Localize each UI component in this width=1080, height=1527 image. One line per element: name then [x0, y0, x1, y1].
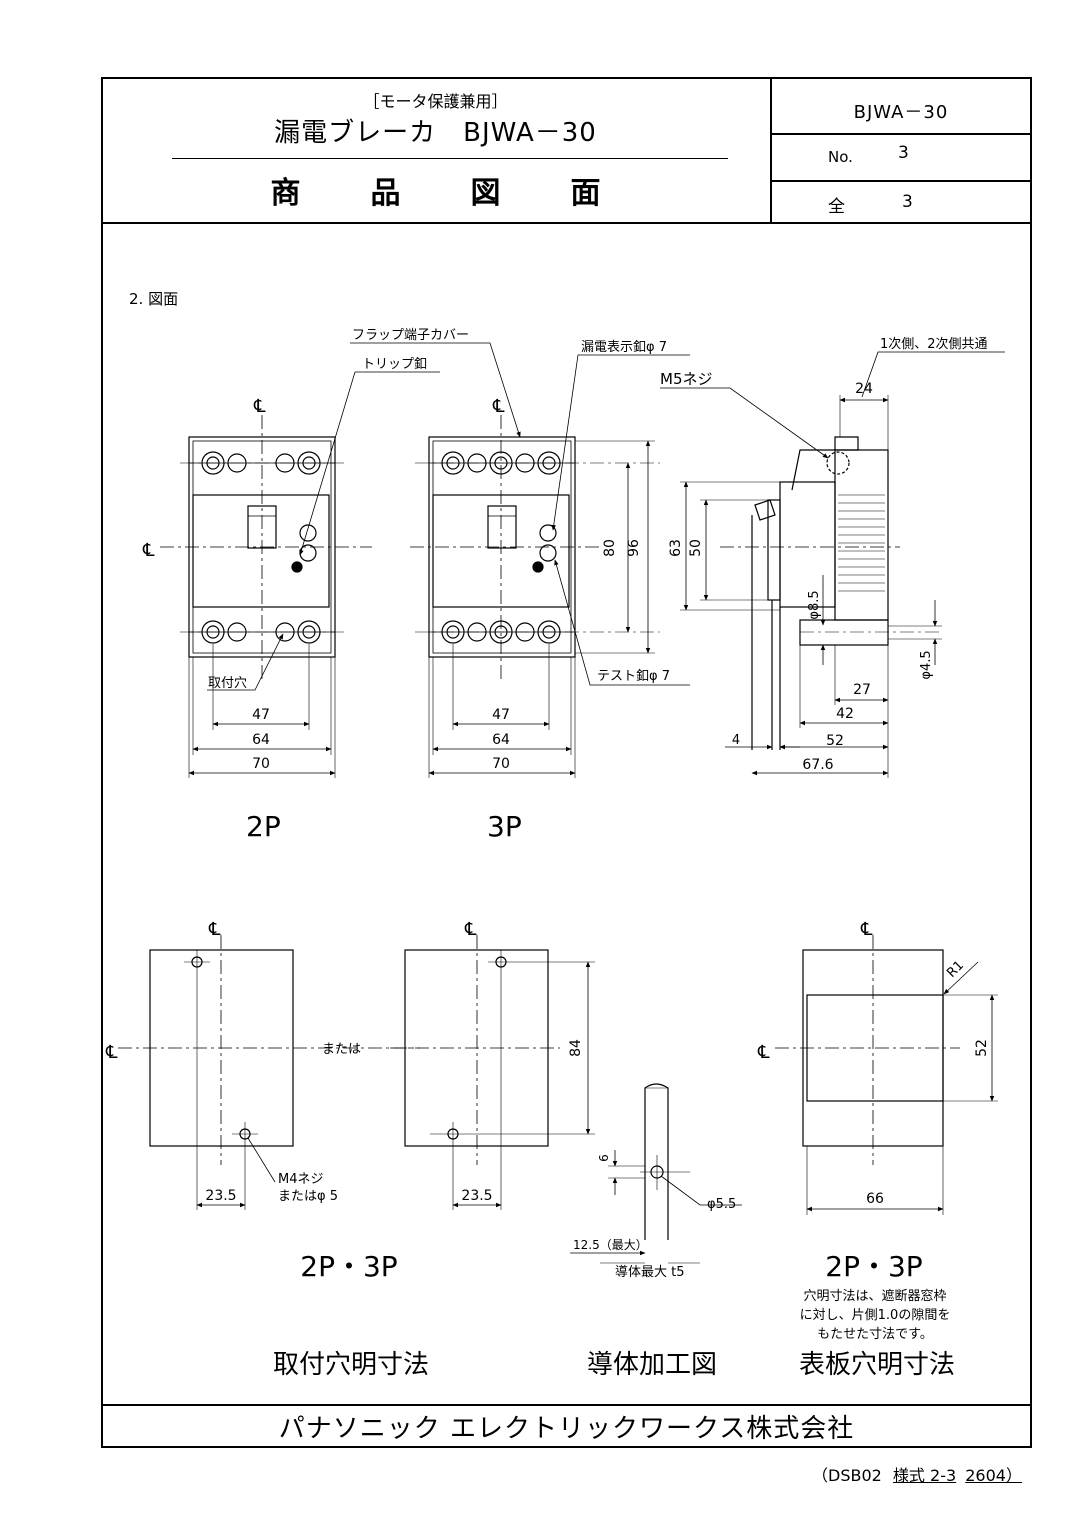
conductor-max-label: 導体最大 t5 — [615, 1265, 685, 1280]
dim-50: 50 — [688, 539, 704, 557]
test-button-label: テスト釦φ 7 — [597, 668, 670, 684]
trip-button-label: トリップ釦 — [362, 356, 427, 372]
header-cell-divider-1 — [770, 133, 1032, 135]
dim-66: 66 — [866, 1191, 884, 1207]
view-2p-front: ℄ ℄ 47 64 70 取付穴 トリップ釦 2P — [142, 356, 440, 843]
caption-panel-dims: 表板穴明寸法 — [799, 1350, 955, 1380]
header-vertical-divider — [770, 77, 772, 223]
form-code-prefix: （DSB02 — [812, 1466, 882, 1485]
dim-6: 6 — [597, 1154, 611, 1162]
dim-4: 4 — [732, 733, 740, 748]
centerline-mark: ℄ — [464, 919, 477, 940]
dim-47: 47 — [252, 707, 270, 723]
dim-12-5: 12.5（最大） — [573, 1238, 648, 1252]
drawing-frame — [101, 77, 1032, 1448]
m4-screw-label: M4ネジ — [278, 1172, 324, 1187]
company-name: パナソニック エレクトリックワークス株式会社 — [278, 1414, 855, 1444]
view-panel-cutout: ℄ ℄ 52 66 R1 2P・3P 穴明寸法は、遮断器窓枠 に対し、片側1.0… — [757, 919, 998, 1380]
centerline-mark: ℄ — [142, 540, 155, 561]
panel-note-line-1: 穴明寸法は、遮断器窓枠 — [803, 1288, 946, 1304]
or-label: または — [322, 1042, 361, 1057]
view-3p-front: ℄ 80 96 47 64 70 フラップ端子カバー 漏電表示釦φ 7 テスト釦… — [350, 328, 690, 843]
centerline-mark: ℄ — [105, 1042, 118, 1063]
header-cell-divider-2 — [770, 180, 1032, 182]
dim-24: 24 — [855, 381, 873, 397]
view-label-2p3p: 2P・3P — [300, 1250, 397, 1283]
product-title: 漏電ブレーカ BJWA－30 — [274, 118, 597, 148]
centerline-mark: ℄ — [492, 396, 505, 417]
caption-conductor: 導体加工図 — [587, 1350, 717, 1380]
sheet-no-value: 3 — [898, 143, 909, 163]
radius-r1: R1 — [944, 958, 967, 981]
form-code-std: 様式 2-3 — [892, 1466, 957, 1485]
form-code: （DSB02 様式 2-3 2604） — [812, 1462, 1022, 1486]
header-divider — [101, 222, 1032, 224]
dim-phi-4-5: φ4.5 — [919, 650, 934, 679]
dim-80: 80 — [602, 539, 618, 557]
centerline-mark: ℄ — [253, 396, 266, 417]
view-conductor: 6 φ5.5 12.5（最大） 導体最大 t5 導体加工図 — [570, 1083, 742, 1380]
panel-note-line-3: もたせた寸法です。 — [817, 1327, 933, 1342]
view-label-2p: 2P — [246, 810, 281, 843]
centerline-mark: ℄ — [860, 919, 873, 940]
view-label-3p: 3P — [487, 810, 522, 843]
dim-52: 52 — [826, 733, 844, 749]
sheet-total-label: 全 — [828, 197, 845, 217]
dim-23-5: 23.5 — [205, 1188, 236, 1204]
section-heading: 2. 図面 — [129, 290, 178, 308]
dim-47: 47 — [492, 707, 510, 723]
model-number: BJWA－30 — [853, 102, 949, 123]
m5-screw-label: M5ネジ — [660, 370, 713, 388]
footer-divider — [101, 1404, 1032, 1406]
dim-96: 96 — [626, 539, 642, 557]
common-note-label: 1次側、2次側共通 — [880, 336, 988, 352]
dim-64: 64 — [492, 732, 510, 748]
dim-63: 63 — [668, 539, 684, 557]
flap-cover-label: フラップ端子カバー — [352, 328, 469, 343]
dim-23-5: 23.5 — [461, 1188, 492, 1204]
view-mount-holes: ℄ ℄ 23.5 M4ネジ またはφ 5 または ℄ 23.5 84 2P・3P… — [105, 919, 595, 1380]
dim-70: 70 — [252, 756, 270, 772]
dim-70: 70 — [492, 756, 510, 772]
sheet-no-label: No. — [828, 148, 853, 166]
panel-note-line-2: に対し、片側1.0の隙間を — [800, 1308, 951, 1323]
dim-84: 84 — [568, 1039, 584, 1057]
form-code-rev: 2604） — [965, 1466, 1022, 1485]
centerline-mark: ℄ — [208, 919, 221, 940]
drawing-type: 商品図面 — [270, 176, 671, 211]
dim-phi-5-5: φ5.5 — [707, 1197, 736, 1212]
view-side: 63 50 24 1次側、2次側共通 M5ネジ φ8.5 φ4.5 27 42 … — [660, 336, 1005, 778]
product-subtitle: ［モータ保護兼用］ — [363, 92, 508, 111]
dim-52b: 52 — [974, 1039, 990, 1057]
dim-27: 27 — [853, 682, 871, 698]
leak-indicator-label: 漏電表示釦φ 7 — [581, 339, 667, 355]
dim-42: 42 — [836, 706, 854, 722]
mount-hole-label: 取付穴 — [208, 676, 247, 691]
sheet-total-value: 3 — [902, 192, 913, 212]
dim-phi-8-5: φ8.5 — [807, 590, 822, 619]
dim-67-6: 67.6 — [802, 757, 833, 773]
dim-64: 64 — [252, 732, 270, 748]
or-phi5-label: またはφ 5 — [278, 1189, 338, 1204]
centerline-mark: ℄ — [757, 1042, 770, 1063]
view-label-2p3p: 2P・3P — [825, 1250, 922, 1283]
caption-mount-dims: 取付穴明寸法 — [273, 1350, 429, 1380]
side-heatsink-fins — [838, 494, 885, 592]
title-rule — [172, 158, 728, 159]
